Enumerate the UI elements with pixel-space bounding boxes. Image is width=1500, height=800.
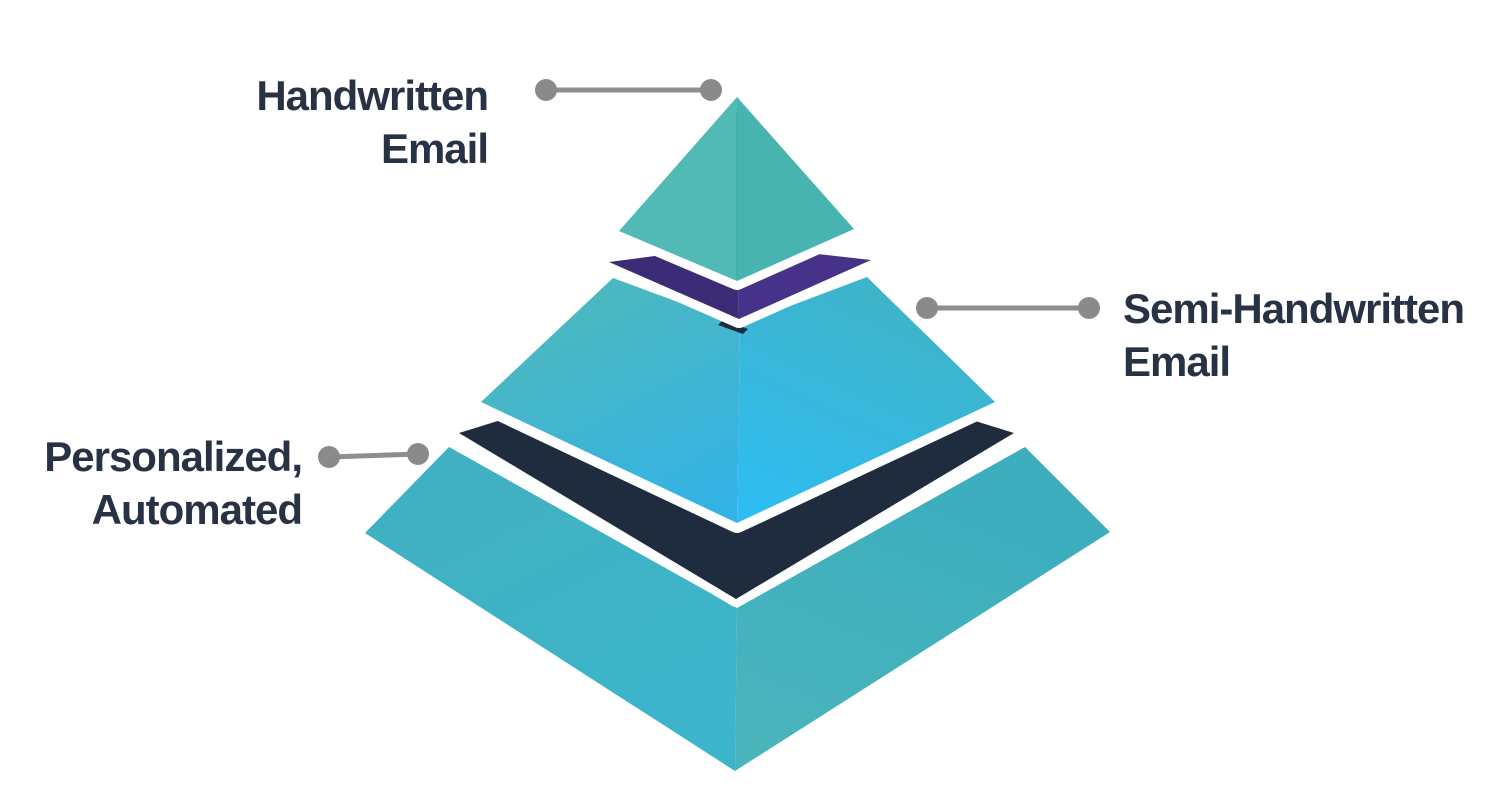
- layer-bottom-right-face: [735, 447, 1110, 771]
- layer-top-left-face: [619, 97, 737, 281]
- label-personalized-automated-line2: Automated: [91, 486, 303, 533]
- leader-dot: [535, 79, 557, 101]
- label-semi-handwritten-email-line1: Semi-Handwritten: [1123, 285, 1465, 332]
- leader-dot: [407, 443, 429, 465]
- leader-dot: [916, 297, 938, 319]
- notch-shadow-sliver: [718, 320, 748, 334]
- leader-dot: [1078, 297, 1100, 319]
- label-handwritten-email: Handwritten Email: [256, 69, 489, 175]
- layer-top-right-face: [737, 97, 854, 281]
- layer-bottom: [365, 447, 1110, 771]
- layer-middle-right-face: [737, 277, 995, 523]
- label-semi-handwritten-email-line2: Email: [1123, 338, 1231, 385]
- layer-middle-left-face: [481, 278, 740, 523]
- leader-dot: [700, 79, 722, 101]
- layer-top: [610, 88, 863, 290]
- layer-bottom-left-face: [365, 447, 737, 771]
- leader-dot: [318, 446, 340, 468]
- leader-line-personalized: [328, 451, 419, 460]
- label-handwritten-email-line1: Handwritten: [256, 72, 489, 119]
- label-handwritten-email-line2: Email: [380, 125, 489, 172]
- label-personalized-automated: Personalized, Automated: [44, 430, 303, 536]
- label-personalized-automated-line1: Personalized,: [44, 433, 303, 480]
- layer-middle: [471, 267, 1005, 533]
- label-semi-handwritten-email: Semi-Handwritten Email: [1123, 282, 1465, 388]
- leader-lines: [318, 79, 1100, 468]
